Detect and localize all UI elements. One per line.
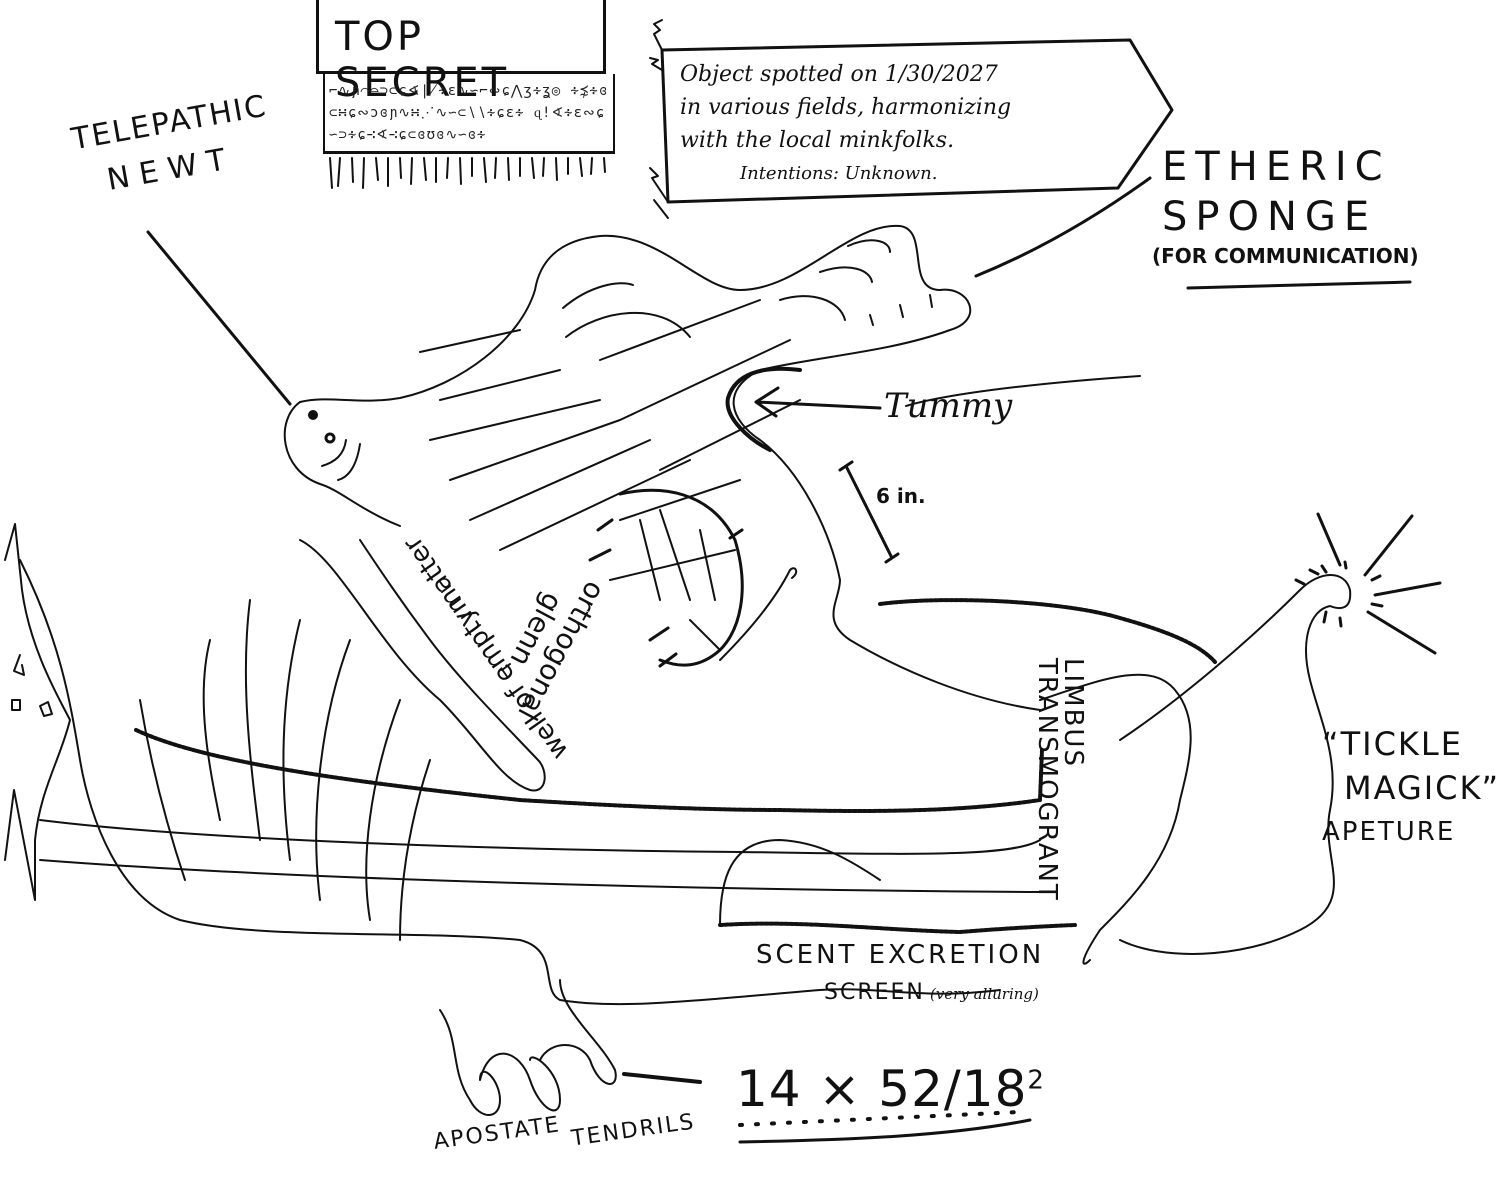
sponge-leader-line bbox=[974, 176, 1152, 278]
left-edge-squiggle bbox=[11, 654, 53, 717]
formula: 14 × 52/182 bbox=[736, 1060, 1045, 1118]
glenn-ribs bbox=[609, 479, 741, 651]
formula-underline bbox=[738, 1118, 1032, 1144]
sighting-note: Object spotted on 1/30/2027 in various f… bbox=[680, 58, 1120, 190]
label-scent-excretion: SCENT EXCRETION bbox=[756, 940, 1045, 970]
label-line: MAGICK” bbox=[1344, 769, 1500, 807]
note-line: Object spotted on 1/30/2027 bbox=[680, 62, 998, 87]
glenn-spikes bbox=[588, 518, 744, 668]
newt-head bbox=[283, 401, 401, 527]
formula-exponent: 2 bbox=[1027, 1065, 1045, 1096]
tummy-edge bbox=[725, 366, 802, 452]
well-ticks bbox=[441, 585, 511, 671]
rear-flank bbox=[1039, 673, 1192, 965]
label-very-alluring: (very alluring) bbox=[929, 985, 1039, 1003]
left-edge-zigzag bbox=[4, 523, 71, 901]
label-line: TRANSMOGRANT bbox=[1032, 658, 1062, 902]
top-secret-stamp: TOP SECRET bbox=[316, 0, 606, 106]
lower-band-top bbox=[39, 819, 1041, 855]
sponge-strokes bbox=[562, 239, 933, 338]
note-line: in various fields, harmonizing bbox=[680, 95, 1012, 120]
label-tickle-magick-aperture: “TICKLE MAGICK” APETURE bbox=[1322, 722, 1500, 854]
note-intentions: Intentions: Unknown. bbox=[740, 163, 938, 184]
apostate-tendrils bbox=[439, 979, 617, 1116]
note-box-outline bbox=[660, 38, 1174, 204]
belly-hatching bbox=[139, 599, 431, 941]
glenn-hook bbox=[719, 567, 798, 661]
orthogonal-glenn-shell bbox=[618, 488, 744, 667]
label-line: LIMBUS bbox=[1058, 658, 1088, 768]
hairy-back bbox=[878, 598, 1217, 664]
label-tummy: Tummy bbox=[884, 386, 1013, 426]
well-finger bbox=[299, 539, 546, 792]
formula-dots bbox=[738, 1110, 1022, 1127]
stamp-fringe bbox=[329, 157, 606, 189]
lower-band-bottom bbox=[39, 859, 1041, 893]
aperture-sparks bbox=[1294, 512, 1442, 655]
hairy-rim bbox=[134, 728, 1044, 813]
label-measurement: 6 in. bbox=[876, 484, 926, 508]
newt-leader-line bbox=[146, 230, 292, 406]
label-line: “TICKLE bbox=[1322, 725, 1463, 763]
label-line: APETURE bbox=[1322, 817, 1456, 847]
body-hatching bbox=[419, 299, 801, 551]
note-box-curl-top bbox=[649, 19, 663, 71]
scent-screen-edge bbox=[718, 921, 1077, 934]
label-limbus-transmogrant: LIMBUS TRANSMOGRANT bbox=[1032, 658, 1088, 902]
formula-base: 14 × 52/18 bbox=[736, 1060, 1028, 1118]
label-for-communication: (FOR COMMUNICATION) bbox=[1152, 244, 1419, 268]
top-secret-title: TOP SECRET bbox=[335, 14, 510, 106]
label-etheric-sponge: ETHERIC SPONGE bbox=[1162, 142, 1391, 242]
label-screen: SCREEN bbox=[824, 980, 925, 1005]
scent-screen-loop bbox=[719, 839, 881, 926]
measurement-bar bbox=[838, 460, 900, 564]
communication-underline bbox=[1186, 280, 1412, 290]
creature-body-outline bbox=[299, 224, 1041, 711]
tummy-underline bbox=[905, 375, 1141, 407]
top-secret-coded-panel: ⌐∿ɲ⌒⌓⊃⊂ɕ∢∤∻ɛ∿∽⌐∾ɕ⋀ʒ∻ʓ◎ ∻⋨∻ɞ⊂∺ɕ∾ɔɞɲ∿∺⋰∿∽⊂… bbox=[323, 74, 615, 154]
tickle-stalk bbox=[1119, 574, 1352, 955]
label-line: ETHERIC bbox=[1162, 144, 1391, 190]
note-box-curl-bottom bbox=[649, 167, 669, 219]
tendrils-leader-line bbox=[622, 1072, 702, 1084]
outer-limb bbox=[19, 559, 1001, 1006]
note-line: with the local minkfolks. bbox=[680, 128, 955, 153]
label-line: SPONGE bbox=[1162, 194, 1378, 240]
newt-face bbox=[308, 410, 361, 481]
label-scent-screen: SCREEN (very alluring) bbox=[824, 980, 1039, 1005]
coded-scribble-text: ⌐∿ɲ⌒⌓⊃⊂ɕ∢∤∻ɛ∿∽⌐∾ɕ⋀ʒ∻ʓ◎ ∻⋨∻ɞ⊂∺ɕ∾ɔɞɲ∿∺⋰∿∽⊂… bbox=[329, 83, 609, 143]
tummy-arrow bbox=[754, 386, 882, 418]
